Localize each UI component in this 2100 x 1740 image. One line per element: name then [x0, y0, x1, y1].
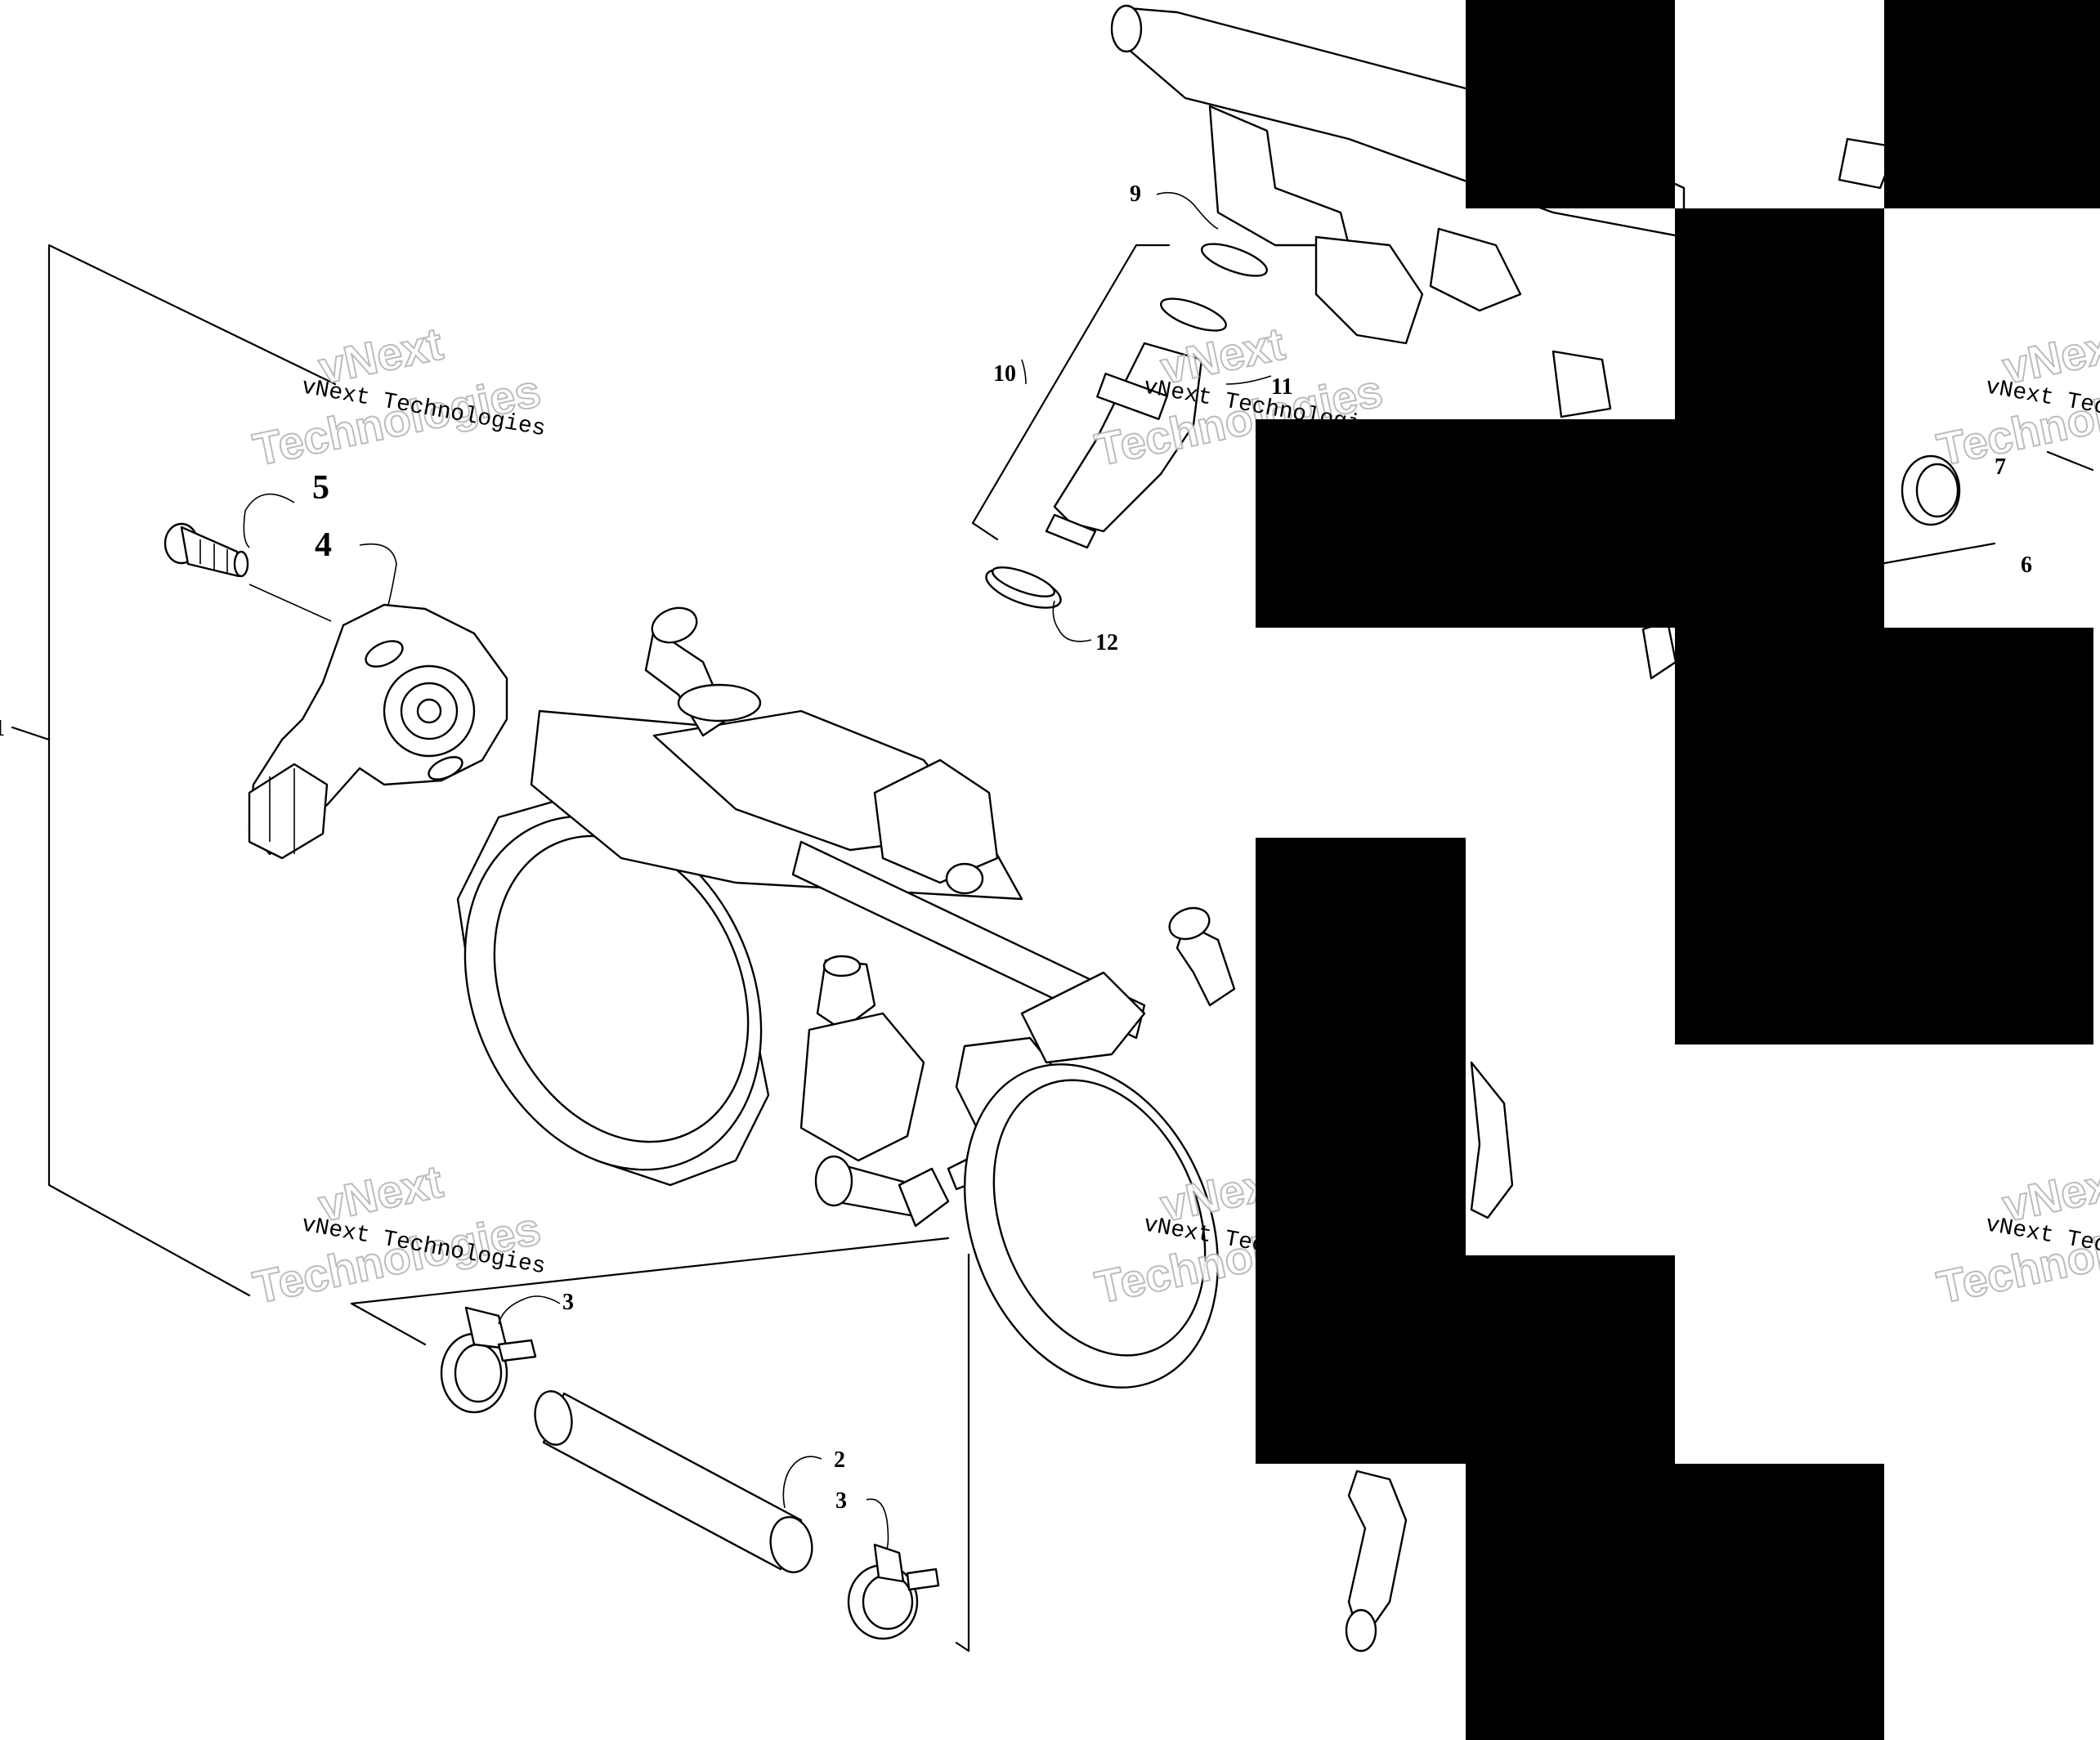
redaction-block — [1675, 208, 1884, 419]
callout-11: 11 — [1271, 374, 1292, 400]
injector-seal — [985, 566, 1062, 609]
throttle-position-sensor — [248, 603, 508, 860]
callout-12: 12 — [1095, 630, 1118, 655]
callout-4: 4 — [315, 526, 332, 564]
redaction-block — [1466, 1255, 1675, 1464]
callout-1: 1 — [0, 716, 5, 741]
sensor-screw — [163, 522, 249, 578]
redaction-blocks — [1256, 0, 2100, 1740]
screw-leader — [249, 584, 332, 622]
redaction-block — [1675, 628, 2093, 1044]
callout-5: 5 — [312, 469, 329, 507]
callout-2: 2 — [834, 1447, 845, 1473]
redaction-block — [1256, 838, 1466, 1464]
callout-10: 10 — [993, 361, 1016, 387]
watermark-bottom-left: vNext Technologies vNext Technologies — [248, 1154, 547, 1313]
callout-3-lower: 3 — [835, 1488, 847, 1514]
o-ring-9 — [1160, 243, 1268, 332]
fuel-injector — [1045, 342, 1203, 549]
watermark-top-right: vNext Technologies vNext Technologies — [1932, 316, 2100, 476]
callout-7: 7 — [1995, 454, 2006, 480]
watermark-bottom-right: vNext Technologies vNext Technologies — [1932, 1154, 2100, 1313]
hose-clamp-upper — [440, 1306, 537, 1414]
hose-2 — [534, 1390, 813, 1573]
hose-bracket — [350, 1237, 970, 1653]
redaction-block — [1466, 1464, 1884, 1740]
callout-9: 9 — [1130, 181, 1141, 207]
callout-3-upper: 3 — [562, 1290, 574, 1315]
redaction-block — [1256, 419, 1884, 628]
throttle-body — [456, 606, 1514, 1653]
ring-leader — [2046, 450, 2094, 472]
redaction-block — [1466, 0, 1675, 208]
injector-bracket-10 — [971, 244, 1171, 541]
bracket-6 — [1878, 542, 1996, 566]
seal-ring-7 — [1901, 454, 1961, 526]
callout-leaders — [243, 191, 1272, 1550]
callout-6: 6 — [2021, 552, 2032, 578]
callout-numbers: 1 2 3 3 4 5 6 7 9 10 11 12 — [0, 181, 2032, 1514]
redaction-block — [1884, 0, 2100, 208]
watermark-top-left: vNext Technologies vNext Technologies — [248, 316, 547, 476]
hose-clamp-lower — [847, 1543, 940, 1640]
assembly-bracket-1 — [11, 244, 337, 1297]
